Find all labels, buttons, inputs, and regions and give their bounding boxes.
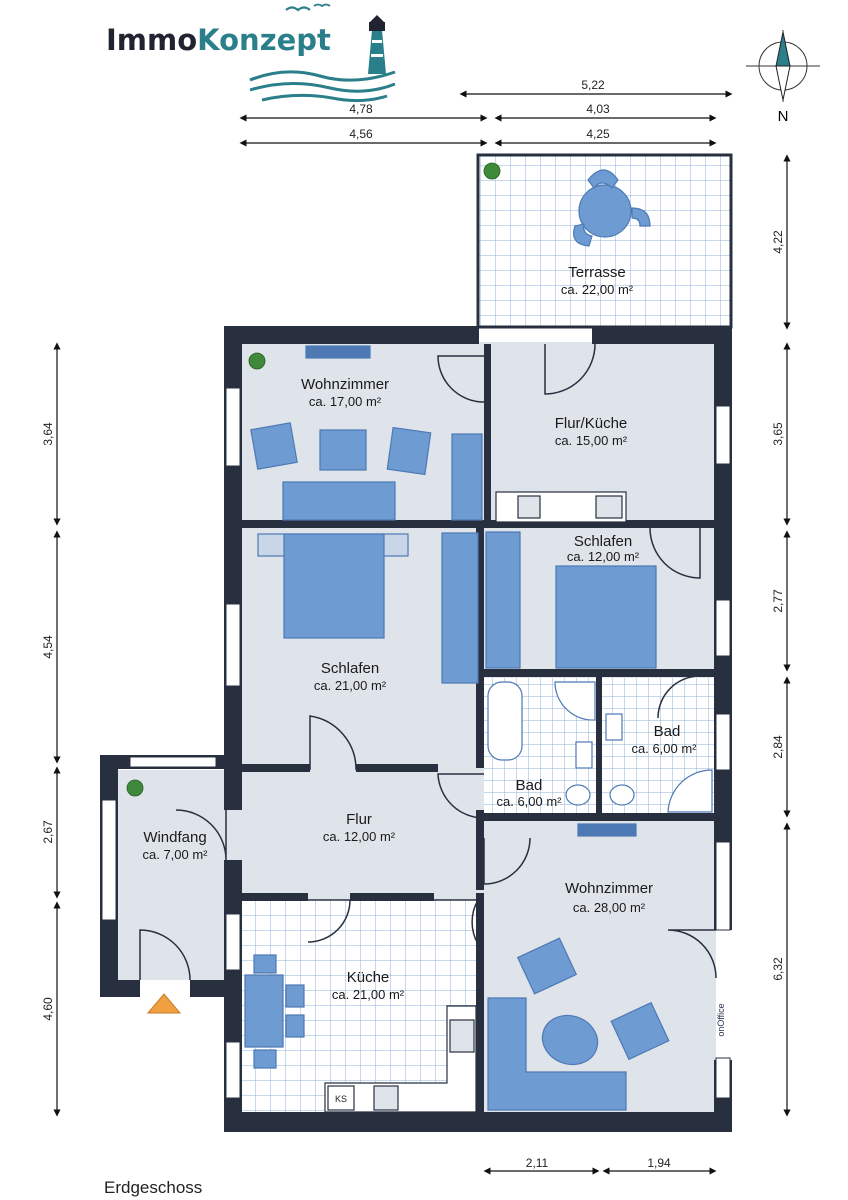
entrance-arrow-icon: [146, 993, 182, 1014]
dining-table-icon: [244, 974, 284, 1048]
dimension-label: 3,65: [771, 422, 785, 446]
dimension-label: 4,54: [41, 635, 55, 659]
dimension-lines: [53, 90, 791, 1175]
dimension-label: 2,77: [771, 589, 785, 613]
stove-icon: [595, 495, 623, 519]
dimension-label: 2,84: [771, 735, 785, 759]
room-name: Wohnzimmer: [565, 880, 653, 897]
room-name: Bad: [654, 723, 681, 740]
seagull-icon: [285, 6, 311, 12]
room-area: ca. 7,00 m²: [142, 847, 208, 862]
floor-label: Erdgeschoss: [104, 1178, 203, 1197]
dimension-label: 4,03: [586, 102, 610, 116]
double-bed-icon: [555, 565, 657, 669]
shower-icon: [667, 769, 713, 813]
toilet-icon: [609, 784, 635, 806]
windows: [101, 387, 731, 1099]
room-area: ca. 21,00 m²: [314, 678, 387, 693]
room-area: ca. 28,00 m²: [573, 900, 646, 915]
room-area: ca. 6,00 m²: [496, 794, 562, 809]
room-name: Windfang: [143, 829, 206, 846]
dimension-label: 4,56: [349, 127, 373, 141]
lighthouse-icon: [368, 15, 386, 74]
room-area: ca. 15,00 m²: [555, 433, 628, 448]
room-name: Schlafen: [574, 533, 632, 550]
cabinet-icon: [451, 433, 483, 521]
kitchen-counter-icon: [324, 1005, 477, 1113]
doors: [139, 343, 717, 981]
plant-icon: [126, 162, 501, 797]
sink-icon: [517, 495, 541, 519]
room-name: Küche: [347, 969, 390, 986]
room-area: ca. 17,00 m²: [309, 394, 382, 409]
room-area: ca. 12,00 m²: [323, 829, 396, 844]
room-area: ca. 6,00 m²: [631, 741, 697, 756]
room-name: Wohnzimmer: [301, 376, 389, 393]
radiator-icon: [577, 823, 637, 837]
room-name: Flur/Küche: [555, 415, 628, 432]
room-area: ca. 12,00 m²: [567, 549, 640, 564]
wardrobe-icon: [485, 531, 521, 669]
room-name: Terrasse: [568, 264, 626, 281]
chair-icon: [285, 984, 305, 1008]
fridge-label: KS: [335, 1094, 347, 1104]
room-name: Schlafen: [321, 660, 379, 677]
radiator-icon: [305, 345, 371, 359]
bathtub-icon: [487, 681, 523, 761]
dimension-label: 3,64: [41, 422, 55, 446]
logo-text: ImmoKonzept: [106, 23, 331, 57]
room-area: ca. 21,00 m²: [332, 987, 405, 1002]
room-labels: Terrasse ca. 22,00 m² Wohnzimmer ca. 17,…: [142, 264, 697, 1002]
shower-icon: [554, 681, 596, 721]
fridge-icon: [327, 1085, 355, 1111]
sofa-icon: [282, 481, 396, 521]
coffee-table-icon: [541, 1014, 599, 1066]
room-name: Bad: [516, 777, 543, 794]
armchair-icon: [516, 937, 578, 995]
toilet-icon: [565, 784, 591, 806]
compass-north-label: N: [778, 108, 789, 125]
chair-icon: [253, 954, 277, 974]
watermark-label: onOffice: [716, 1003, 726, 1036]
terrace-table-icon: [573, 169, 651, 247]
furniture: [244, 169, 713, 1113]
wardrobe-icon: [441, 532, 479, 684]
armchair-icon: [386, 426, 432, 476]
dimension-label: 4,25: [586, 127, 610, 141]
dimension-label: 4,78: [349, 102, 373, 116]
armchair-icon: [250, 422, 298, 470]
chair-icon: [253, 1049, 277, 1069]
stove-icon: [449, 1019, 475, 1053]
seagull-icon: [313, 3, 331, 8]
corner-sofa-icon: [487, 997, 627, 1111]
double-bed-icon: [283, 533, 385, 639]
dimension-label: 2,11: [526, 1156, 549, 1170]
company-logo: ImmoKonzept: [106, 3, 396, 103]
sink-icon: [575, 741, 593, 769]
waves-icon: [249, 70, 396, 103]
dimension-label: 6,32: [771, 957, 785, 981]
dimension-label: 4,60: [41, 997, 55, 1021]
room-name: Flur: [346, 811, 372, 828]
compass-icon: [746, 30, 820, 102]
dimension-label: 2,67: [41, 820, 55, 844]
room-area: ca. 22,00 m²: [561, 282, 634, 297]
dimension-label: 5,22: [581, 78, 605, 92]
dimension-label: 4,22: [771, 230, 785, 254]
chair-icon: [285, 1014, 305, 1038]
dimension-label: 1,94: [647, 1156, 671, 1170]
sink-icon: [605, 713, 623, 741]
coffee-table-icon: [319, 429, 367, 471]
sink-icon: [373, 1085, 399, 1111]
armchair-icon: [610, 1001, 670, 1061]
